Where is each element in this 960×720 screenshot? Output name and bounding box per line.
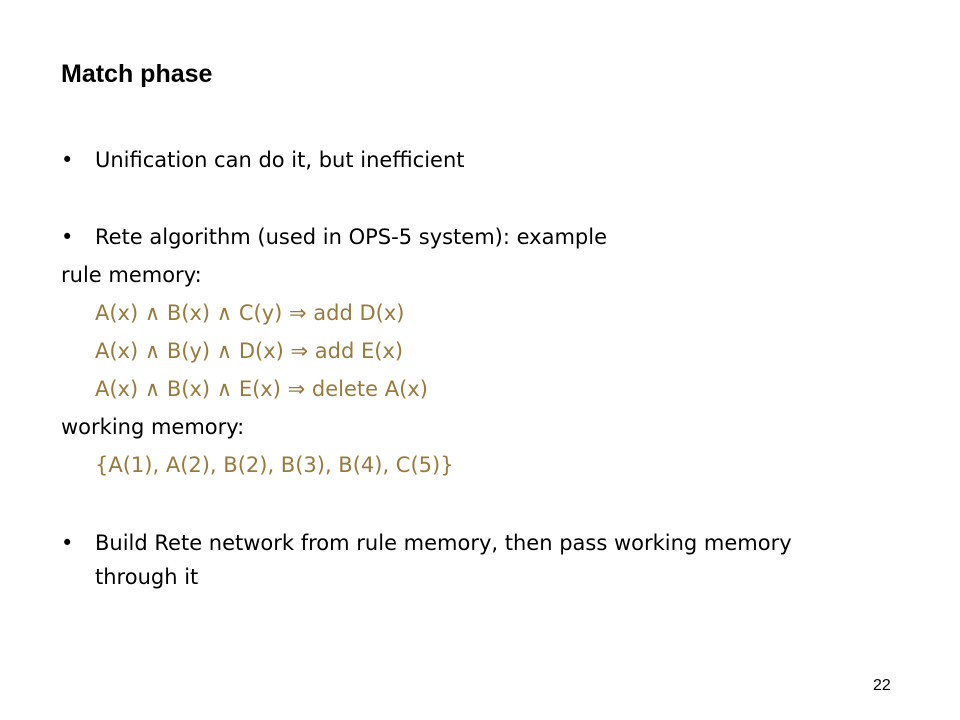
slide-title: Match phase [61,60,213,88]
bullet-marker: • [61,225,74,249]
working-memory-value: {A(1), A(2), B(2), B(3), B(4), C(5)} [95,453,454,477]
bullet-text-build-line-2: through it [95,565,199,589]
bullet-marker: • [61,148,74,172]
bullet-text-build-line-1: Build Rete network from rule memory, the… [95,531,792,555]
rule-2: A(x) ∧ B(y) ∧ D(x) ⇒ add E(x) [95,339,404,363]
working-memory-label: working memory: [61,415,245,439]
rule-3: A(x) ∧ B(x) ∧ E(x) ⇒ delete A(x) [95,377,428,401]
rule-memory-label: rule memory: [61,263,202,287]
page-number: 22 [873,677,891,694]
bullet-text-rete: Rete algorithm (used in OPS-5 system): e… [95,225,607,249]
bullet-text-unification: Unification can do it, but inefficient [95,148,465,172]
rule-1: A(x) ∧ B(x) ∧ C(y) ⇒ add D(x) [95,301,405,325]
bullet-marker: • [61,531,74,555]
